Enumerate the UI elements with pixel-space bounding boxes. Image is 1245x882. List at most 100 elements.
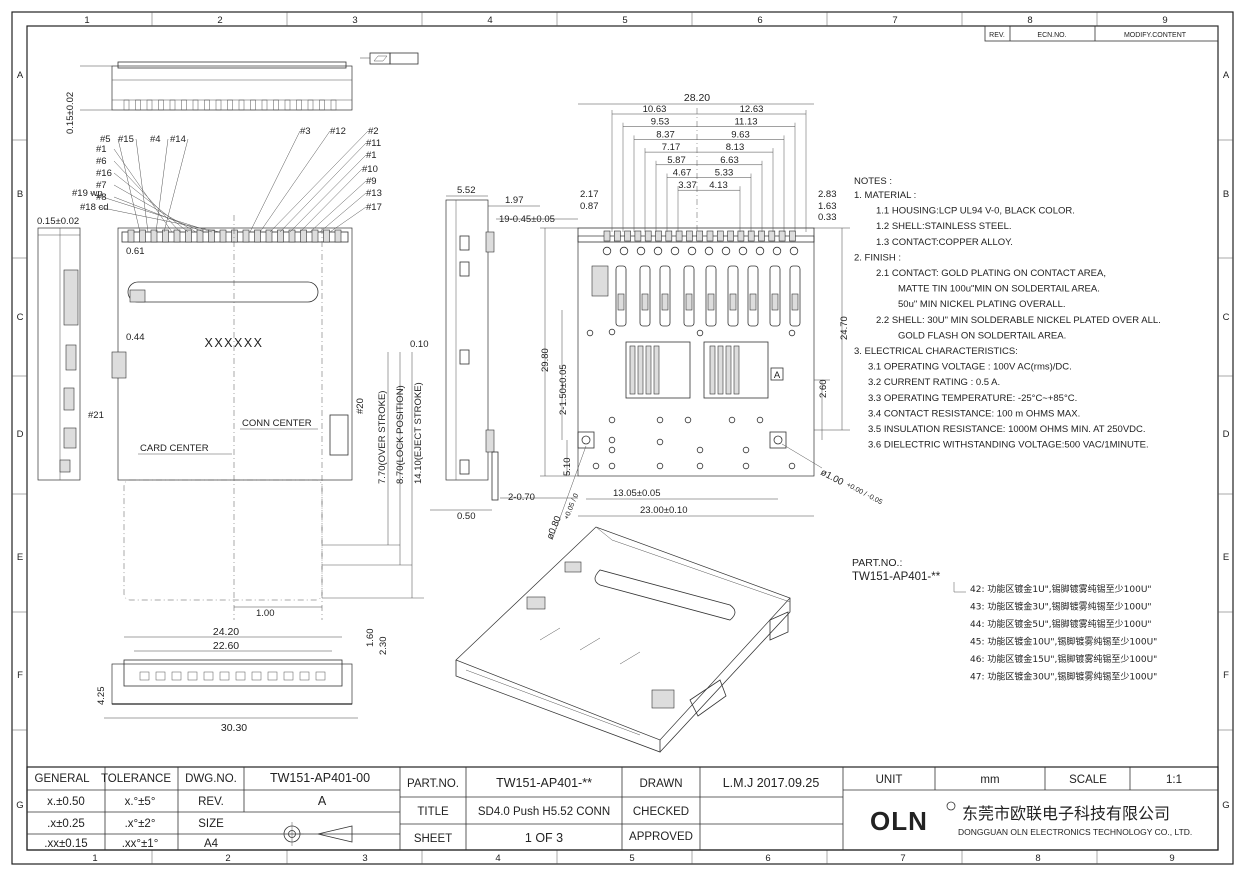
dim-28-20: 28.20: [684, 92, 710, 104]
notes-block: NOTES : 1. MATERIAL :1.1 HOUSING:LCP UL9…: [854, 176, 1161, 451]
via-hole: [742, 462, 750, 470]
pin-21-label: #21: [88, 410, 104, 421]
zone-row-label: C: [1223, 312, 1230, 323]
contact-pin: [139, 671, 150, 681]
dim-0-10: 0.10: [410, 339, 429, 350]
dim-24-20: 24.20: [213, 626, 239, 638]
contact-pin: [299, 671, 310, 681]
via-hole: [608, 462, 616, 470]
contact-pin: [319, 99, 325, 111]
zone-row-label: F: [17, 670, 23, 681]
zone-col-label: 4: [495, 853, 500, 864]
card-center-label: CARD CENTER: [140, 443, 209, 454]
solder-pad: [747, 230, 755, 242]
contact-pin: [187, 671, 198, 681]
contact-blade: [637, 345, 644, 395]
dim-left-ladder: 7.17: [662, 142, 681, 153]
hole-1-00-tol: +0.00 / -0.05: [845, 482, 883, 507]
pin-label-left: #16: [96, 168, 112, 179]
pin-label-left: #15: [118, 134, 134, 145]
contact-pin: [242, 229, 250, 243]
pin-label-left: #5: [100, 134, 111, 145]
contact-pin: [208, 229, 215, 243]
via-hole: [738, 246, 748, 256]
company-name-en: DONGGUAN OLN ELECTRONICS TECHNOLOGY CO.,…: [958, 827, 1192, 837]
dim-0-15-left: 0.15±0.02: [37, 216, 79, 227]
company-logo: OLN: [870, 806, 928, 836]
zone-col-label: 5: [622, 15, 627, 26]
note-line: 3.4 CONTACT RESISTANCE: 100 m OHMS MAX.: [868, 408, 1080, 419]
via-hole: [592, 462, 600, 470]
zone-col-label: 2: [217, 15, 222, 26]
dim-right-ladder: 12.63: [740, 104, 764, 115]
dim-2-30: 2.30: [378, 637, 389, 656]
contact-pin: [173, 229, 181, 243]
contact-pin: [311, 229, 319, 243]
contact-spring: [791, 293, 799, 311]
contact-pin: [219, 671, 230, 681]
contact-pin: [251, 671, 262, 681]
dim-23-00: 23.00±0.10: [640, 505, 687, 516]
via-hole: [636, 246, 646, 256]
contact-slot: [615, 265, 627, 327]
contact-spring: [641, 293, 649, 311]
via-hole: [742, 446, 750, 454]
via-hole: [789, 246, 799, 256]
dim-0-33: 0.33: [818, 212, 837, 223]
via-hole: [656, 462, 664, 470]
contact-pin: [135, 99, 141, 111]
contact-pin: [127, 229, 135, 243]
pin-label-right: #2: [368, 126, 379, 137]
zone-col-label: 9: [1162, 15, 1167, 26]
note-line: 2. FINISH :: [854, 252, 901, 263]
dim-0-61: 0.61: [126, 246, 145, 257]
dim-right-ladder: 4.13: [709, 180, 728, 191]
zone-col-label: 4: [487, 15, 492, 26]
zone-col-label: 6: [765, 853, 770, 864]
part-variant: 42: 功能区镀金1U",锡脚镀雾纯锡至少100U": [970, 583, 1152, 595]
zone-row-label: E: [17, 552, 23, 563]
pin-callouts: #5#15#4#14#1#6#16#7#8#19 wp#18 cd#3#12#2…: [72, 126, 382, 233]
dim-29-80: 29.80: [540, 348, 551, 372]
contact-slot: [659, 265, 671, 327]
zone-col-label: 8: [1027, 15, 1032, 26]
zone-col-label: 1: [92, 853, 97, 864]
dim-right-ladder: 9.63: [731, 129, 750, 140]
part-variant: 44: 功能区镀金5U",锡脚镀雾纯锡至少100U": [970, 618, 1152, 630]
title-value: SD4.0 Push H5.52 CONN: [478, 806, 610, 818]
contact-slot: [705, 265, 717, 327]
dim-2-0-70: 2-0.70: [508, 492, 535, 503]
note-line: MATTE TIN 100u"MIN ON SOLDERTAIL AREA.: [898, 284, 1100, 295]
contact-pin: [204, 99, 210, 111]
dim-2-83: 2.83: [818, 189, 837, 200]
scale-label: SCALE: [1069, 774, 1107, 786]
marking-text: XXXXXX: [204, 336, 263, 350]
dim-0-15-top: 0.15±0.02: [65, 92, 76, 134]
note-line: 2.1 CONTACT: GOLD PLATING ON CONTACT ARE…: [876, 268, 1106, 279]
note-line: 1.1 HOUSING:LCP UL94 V-0, BLACK COLOR.: [876, 206, 1075, 217]
via-hole: [788, 462, 796, 470]
conn-center-label: CONN CENTER: [242, 418, 312, 429]
zone-row-label: F: [1223, 670, 1229, 681]
zone-row-label: E: [1223, 552, 1229, 563]
pin-label-left: #18 cd: [80, 202, 109, 213]
contact-spring: [771, 293, 779, 311]
note-line: 3.3 OPERATING TEMPERATURE: -25°C~+85°C.: [868, 393, 1077, 404]
solder-pad: [644, 230, 652, 242]
pin-label-left: #7: [96, 180, 107, 191]
via-hole: [608, 446, 616, 454]
isometric-view: [455, 526, 791, 753]
dim-1-00: 1.00: [256, 608, 275, 619]
contact-spring: [707, 293, 715, 311]
via-hole: [586, 329, 594, 337]
via-hole: [608, 328, 616, 336]
contact-slot: [769, 265, 781, 327]
contact-slot: [789, 265, 801, 327]
contact-pin: [267, 671, 278, 681]
dim-30-30: 30.30: [221, 722, 247, 734]
note-line: 1.3 CONTACT:COPPER ALLOY.: [876, 237, 1013, 248]
dim-2-17: 2.17: [580, 189, 599, 200]
tol-linear-1: .x±0.25: [47, 818, 85, 830]
via-hole: [772, 246, 782, 256]
